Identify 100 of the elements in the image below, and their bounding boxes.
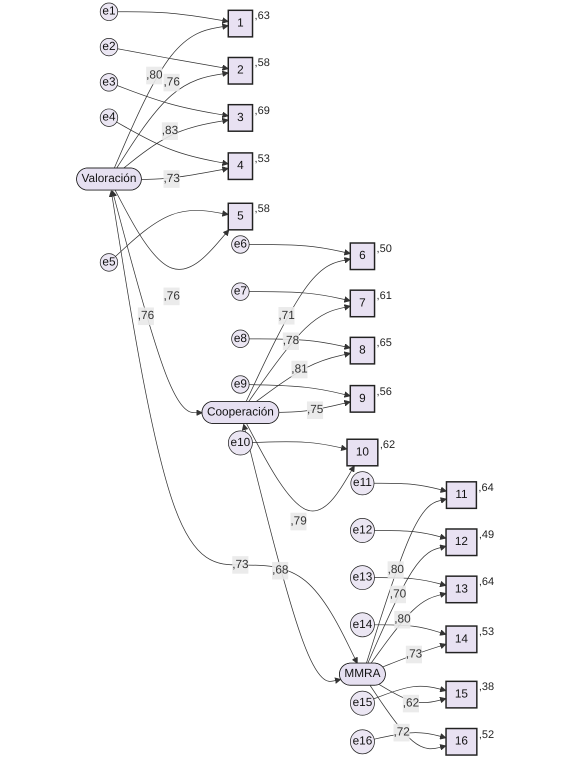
edge-label: ,70 <box>390 588 406 600</box>
value-label: ,65 <box>376 337 392 350</box>
arrow <box>379 684 446 704</box>
arrow <box>116 85 229 118</box>
node-box: 7 <box>350 289 376 318</box>
value-label: ,62 <box>380 439 396 452</box>
arrow <box>374 577 446 588</box>
arrow <box>242 424 342 684</box>
node-circle: e8 <box>231 330 250 348</box>
node-circle: e12 <box>350 518 375 543</box>
node-box: 15 <box>445 680 478 709</box>
arrow <box>117 48 229 71</box>
arrow <box>248 338 351 350</box>
arrow <box>123 118 229 169</box>
node-box: 14 <box>445 625 478 654</box>
node-box: 16 <box>445 728 478 756</box>
arrow <box>248 291 351 303</box>
value-label: ,50 <box>376 243 392 255</box>
arrow <box>374 732 446 740</box>
edge-label: ,73 <box>232 558 249 571</box>
edge-label: ,80 <box>394 613 411 626</box>
value-label: ,63 <box>254 10 270 22</box>
node-circle: e3 <box>100 73 118 92</box>
arrow <box>246 423 355 512</box>
node-circle: e10 <box>228 430 253 456</box>
value-label: ,56 <box>376 386 392 398</box>
value-label: ,64 <box>478 482 494 494</box>
node-circle: e11 <box>350 471 374 496</box>
arrow <box>116 70 229 169</box>
edge-label: ,71 <box>278 309 295 322</box>
arrow <box>246 257 351 402</box>
edge-label: ,76 <box>138 310 154 322</box>
value-label: ,49 <box>478 528 494 541</box>
arrow <box>115 210 229 257</box>
node-circle: e13 <box>350 565 375 590</box>
edge-label: ,73 <box>406 648 422 660</box>
node-circle: e9 <box>231 375 250 394</box>
edge-label: ,62 <box>402 696 420 710</box>
edge-label: ,75 <box>306 404 324 416</box>
node-circle: e4 <box>100 108 118 127</box>
node-box: 1 <box>228 10 254 38</box>
node-box: 6 <box>350 242 376 270</box>
arrow <box>256 351 351 402</box>
node-circle: e1 <box>100 2 118 21</box>
arrow <box>108 190 358 664</box>
value-label: ,61 <box>376 290 392 302</box>
node-box: 9 <box>350 384 376 413</box>
edge-label: ,68 <box>272 564 288 577</box>
arrow <box>367 544 446 664</box>
edge-label: ,78 <box>282 334 300 348</box>
arrow <box>370 592 446 664</box>
arrow <box>110 190 203 416</box>
arrow <box>116 122 229 166</box>
arrow <box>248 244 351 256</box>
arrow <box>374 624 446 636</box>
node-circle: e14 <box>350 612 375 638</box>
value-label: ,53 <box>254 152 270 165</box>
node-circle: e7 <box>231 282 250 301</box>
node-box: 4 <box>228 152 254 180</box>
node-box: 5 <box>228 202 254 231</box>
edge-label: ,81 <box>291 362 308 376</box>
arrow <box>114 190 230 270</box>
node-box: 3 <box>228 104 254 132</box>
edge-label: ,79 <box>290 514 307 528</box>
node-box: 11 <box>446 481 478 510</box>
edge-label: ,83 <box>162 124 178 137</box>
arrow <box>370 685 446 750</box>
value-label: ,58 <box>254 203 270 216</box>
value-label: ,64 <box>478 576 494 588</box>
node-box: 10 <box>346 438 379 467</box>
value-label: ,69 <box>254 104 270 117</box>
edge-label: ,80 <box>388 563 404 576</box>
node-box: 2 <box>228 56 254 85</box>
arrow <box>373 686 446 700</box>
node-circle: e16 <box>350 729 375 754</box>
node-circle: e15 <box>350 690 375 716</box>
edge-label: ,80 <box>146 68 163 82</box>
node-box: 12 <box>445 528 478 556</box>
arrow <box>117 11 229 24</box>
node-box: 13 <box>445 575 478 604</box>
node-box: 8 <box>350 336 376 365</box>
value-label: ,52 <box>478 728 494 741</box>
arrow <box>114 23 229 169</box>
value-label: ,58 <box>254 57 270 70</box>
node-circle: e6 <box>231 235 250 254</box>
edge-label: ,72 <box>393 726 410 738</box>
arrow <box>252 441 348 451</box>
arrow <box>248 304 351 402</box>
arrow <box>374 530 446 540</box>
value-label: ,38 <box>478 681 494 694</box>
arrow <box>374 482 447 493</box>
edge-label: ,76 <box>163 290 180 302</box>
arrow <box>248 384 351 398</box>
value-label: ,53 <box>478 626 494 638</box>
node-circle: e5 <box>100 253 118 272</box>
arrow <box>382 642 446 668</box>
arrow <box>366 497 447 664</box>
node-circle: e2 <box>100 38 118 56</box>
edge-label: ,73 <box>163 172 180 185</box>
edge-label: ,76 <box>163 76 180 88</box>
